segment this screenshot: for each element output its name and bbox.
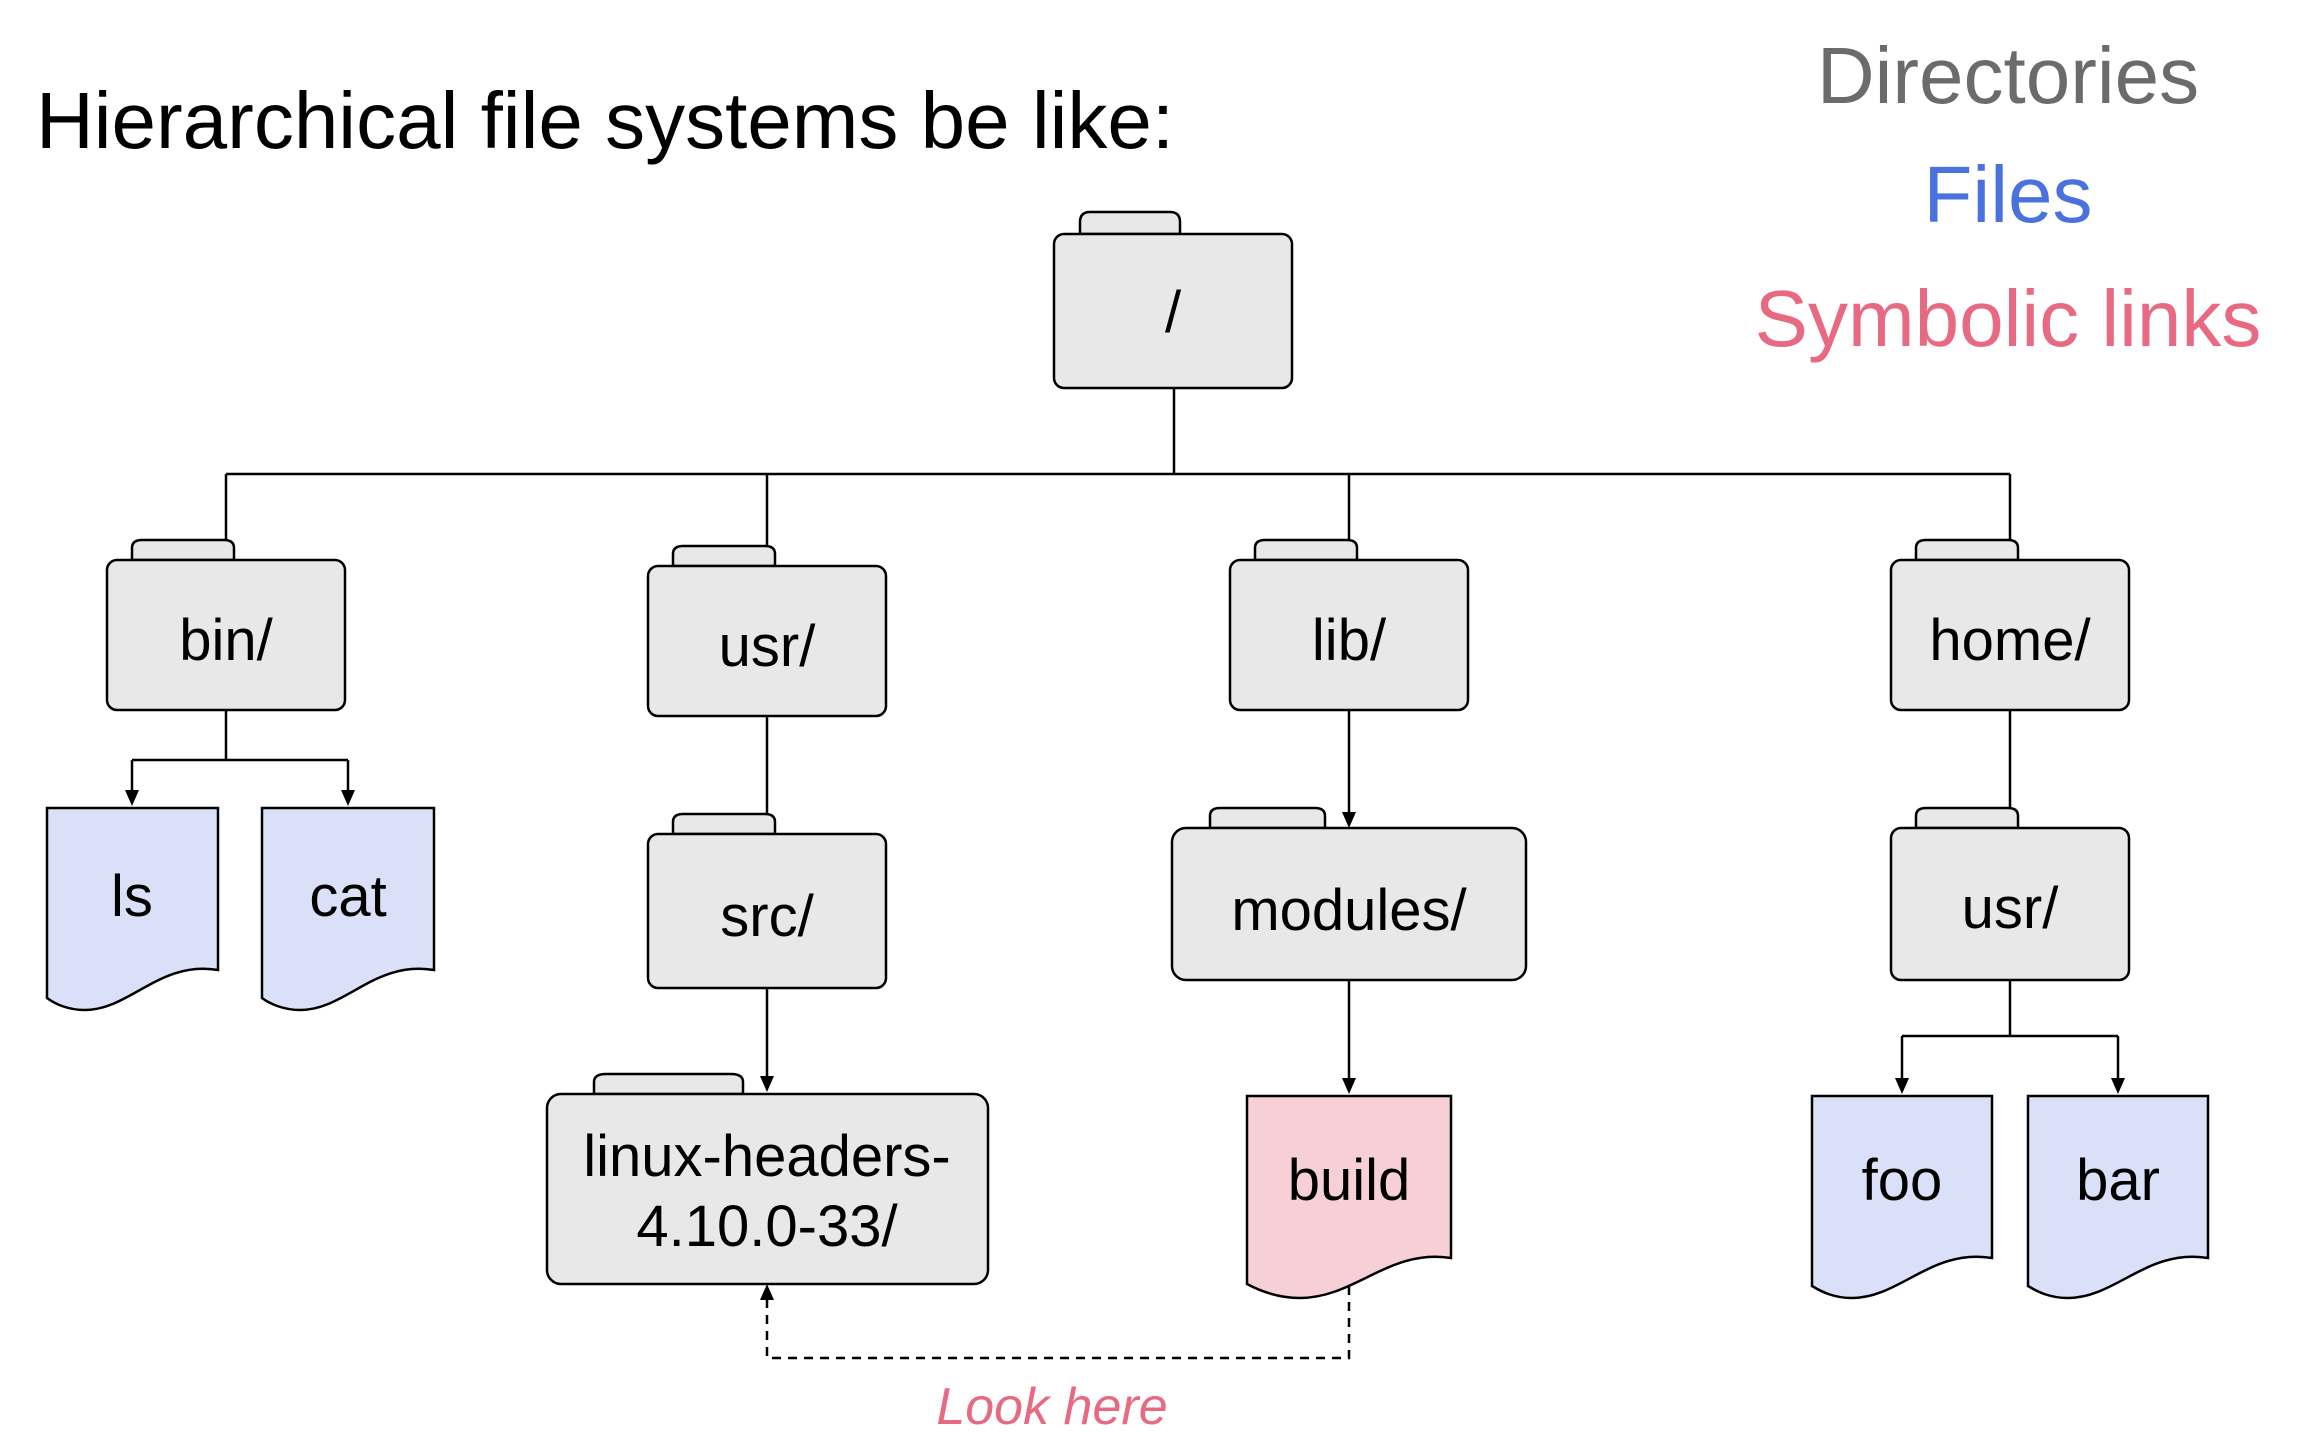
arrowhead-bar (2111, 1078, 2125, 1094)
node-root: / (1052, 210, 1294, 390)
file-icon (1810, 1094, 1994, 1300)
node-bar: bar (2026, 1094, 2210, 1300)
node-label: usr/ (1962, 876, 2060, 941)
arrowhead-cat (341, 790, 355, 806)
node-label: lib/ (1312, 608, 1387, 673)
arrowhead-modules (1342, 812, 1356, 828)
file-icon (2026, 1094, 2210, 1300)
legend: Directories Files Symbolic links (1755, 31, 2262, 363)
node-label: ls (111, 864, 153, 929)
folder-icon (1253, 538, 1359, 562)
node-label: modules/ (1231, 878, 1467, 943)
arrowhead-ls (125, 790, 139, 806)
page-title: Hierarchical file systems be like: (36, 76, 1174, 165)
node-bin: bin/ (105, 538, 347, 712)
folder-icon (1078, 210, 1182, 236)
node-label: bar (2076, 1148, 2160, 1213)
node-linux-headers: linux-headers- 4.10.0-33/ (545, 1072, 990, 1286)
legend-directories: Directories (1817, 31, 2199, 120)
node-label: / (1165, 280, 1182, 345)
node-label-line-2: 4.10.0-33/ (636, 1194, 898, 1259)
node-label-line-1: linux-headers- (583, 1124, 951, 1189)
node-usr: usr/ (646, 544, 888, 718)
node-modules: modules/ (1170, 806, 1528, 982)
folder-icon (671, 544, 777, 568)
legend-symbolic-links: Symbolic links (1755, 274, 2262, 363)
folder-icon (1208, 806, 1327, 830)
node-label: build (1288, 1148, 1411, 1213)
file-icon (45, 806, 220, 1012)
node-label: home/ (1929, 608, 2091, 673)
node-home: home/ (1889, 538, 2131, 712)
node-home-usr: usr/ (1889, 806, 2131, 982)
symlink-dashed-edge (765, 1286, 1351, 1360)
folder-icon (671, 812, 777, 836)
folder-icon (592, 1072, 745, 1096)
symlink-caption: Look here (936, 1378, 1167, 1436)
folder-icon (1914, 806, 2020, 830)
folder-icon (1914, 538, 2020, 562)
arrowhead-build (1342, 1078, 1356, 1094)
symlink-icon (1245, 1094, 1453, 1300)
node-foo: foo (1810, 1094, 1994, 1300)
node-src: src/ (646, 812, 888, 990)
node-label: foo (1862, 1148, 1943, 1213)
arrowhead-symlink-target (760, 1284, 774, 1300)
node-label: usr/ (719, 614, 817, 679)
node-label: bin/ (179, 608, 273, 673)
node-build-symlink: build (1245, 1094, 1453, 1300)
file-icon (260, 806, 436, 1012)
node-lib: lib/ (1228, 538, 1470, 712)
arrowhead-foo (1895, 1078, 1909, 1094)
legend-files: Files (1924, 150, 2093, 239)
folder-icon (130, 538, 236, 562)
node-ls: ls (45, 806, 220, 1012)
node-label: src/ (720, 884, 814, 949)
node-label: cat (309, 864, 386, 929)
arrowhead-linux-headers (760, 1076, 774, 1092)
node-cat: cat (260, 806, 436, 1012)
